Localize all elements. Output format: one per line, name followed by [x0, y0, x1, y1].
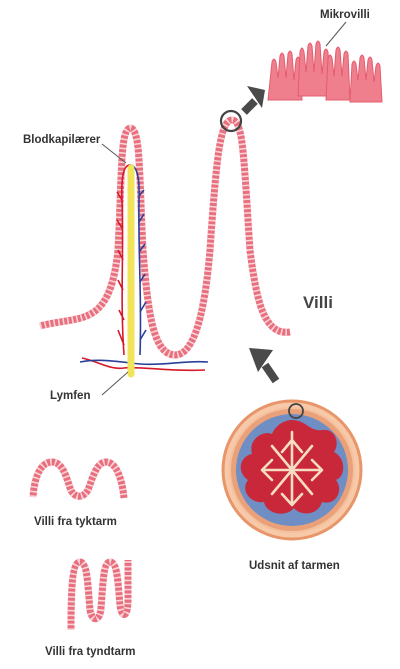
mikrovilli-pointer [325, 21, 347, 47]
microvilli-cluster [267, 40, 383, 103]
label-mikrovilli: Mikrovilli [320, 9, 370, 21]
magnifier-circle-top [219, 109, 243, 133]
blodkapillaerer-pointer [101, 143, 127, 164]
lymfen-pointer [101, 371, 129, 396]
label-lymfen: Lymfen [50, 390, 91, 402]
label-udsnit: Udsnit af tarmen [249, 560, 340, 572]
arrow-to-villi [249, 348, 280, 384]
villi-main-outline [39, 116, 291, 359]
blood-capillaries [79, 164, 209, 372]
label-blodkapillaerer: Blodkapilærer [23, 134, 101, 146]
label-villi-tyndtarm: Villi fra tyndtarm [45, 646, 136, 658]
label-villi-tyktarm: Villi fra tyktarm [34, 516, 117, 528]
label-villi: Villi [303, 293, 333, 312]
intestine-section [221, 399, 363, 541]
villi-tyktarm-outline [29, 458, 128, 500]
magnifier-circle-section [288, 403, 304, 419]
arrow-to-microvilli [241, 86, 265, 115]
